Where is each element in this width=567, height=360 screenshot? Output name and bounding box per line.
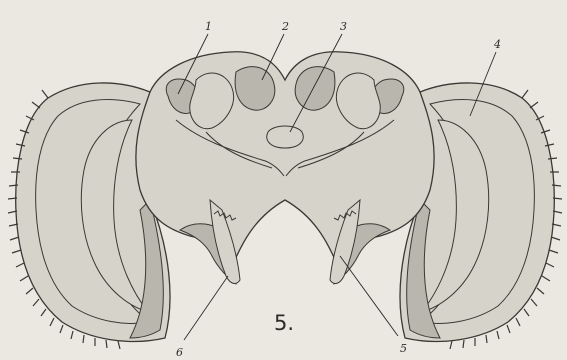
label-1: 1 — [205, 20, 212, 33]
label-3: 3 — [340, 20, 347, 33]
label-4: 4 — [493, 38, 501, 51]
label-2: 2 — [281, 20, 289, 33]
label-5: 5 — [400, 342, 407, 355]
label-6: 6 — [176, 346, 183, 359]
figure-number: 5. — [274, 311, 294, 335]
